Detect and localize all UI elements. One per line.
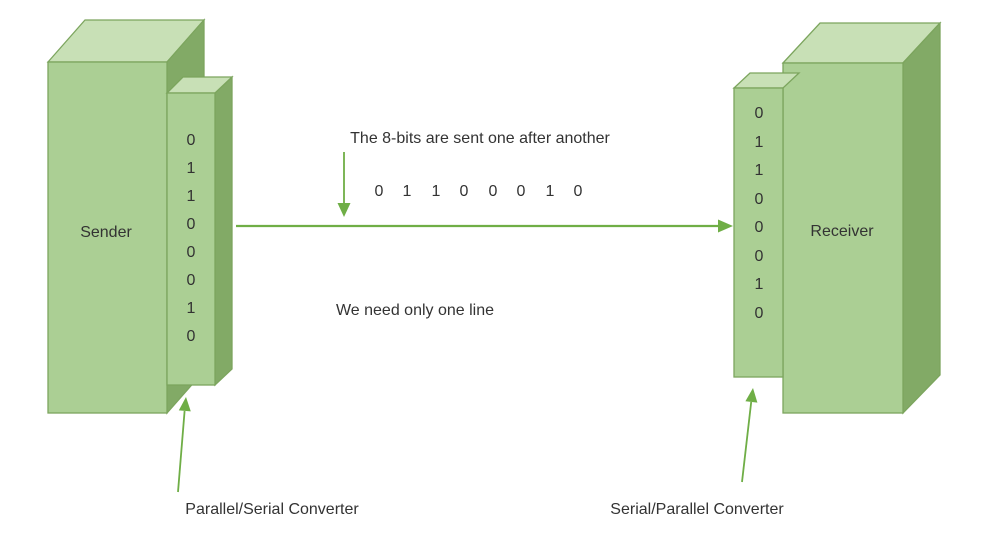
- serial-parallel-converter-pointer: [741, 388, 758, 483]
- bottom-note: We need only one line: [336, 302, 494, 319]
- transmission-arrowhead-icon: [718, 219, 733, 233]
- down-arrowhead-icon: [337, 203, 351, 217]
- parallel-serial-converter-box: 0 1 1 0 0 0 1 0: [165, 75, 234, 387]
- parallel-serial-converter-label: Parallel/Serial Converter: [185, 501, 359, 518]
- receiver-converter-front-face: [733, 87, 784, 378]
- sender-bit: 1: [187, 188, 196, 205]
- line-bit: 1: [432, 183, 441, 200]
- sender-converter-front-face: [166, 92, 216, 386]
- sender-bit: 1: [187, 160, 196, 177]
- receiver-box-front-face: [782, 62, 904, 414]
- serial-parallel-converter-box: 0 1 1 0 0 0 1 0: [732, 72, 801, 378]
- receiver-bit: 1: [755, 276, 764, 293]
- sender-bit: 0: [187, 216, 196, 233]
- line-bit: 0: [489, 183, 498, 200]
- line-bit: 0: [460, 183, 469, 200]
- sender-bit: 0: [187, 132, 196, 149]
- receiver-bit: 0: [755, 219, 764, 236]
- receiver-bit: 0: [755, 105, 764, 122]
- sender-bit: 0: [187, 328, 196, 345]
- sender-box-front-face: [47, 61, 168, 414]
- receiver-box-side-face: [902, 21, 941, 415]
- line-bit: 0: [375, 183, 384, 200]
- line-bit: 1: [403, 183, 412, 200]
- right-pointer-line: [741, 401, 753, 483]
- line-bit: 0: [574, 183, 583, 200]
- top-note: The 8-bits are sent one after another: [350, 130, 610, 147]
- down-arrow: [337, 152, 351, 217]
- line-bit: 1: [546, 183, 555, 200]
- line-bit: 0: [517, 183, 526, 200]
- sender-converter-side-face: [214, 75, 233, 387]
- sender-bit: 0: [187, 244, 196, 261]
- serial-parallel-converter-label: Serial/Parallel Converter: [610, 501, 784, 518]
- sender-label: Sender: [80, 224, 132, 241]
- receiver-box: Receiver: [781, 21, 942, 415]
- parallel-serial-converter-pointer: [177, 397, 191, 493]
- left-pointer-arrowhead-icon: [178, 397, 191, 412]
- receiver-bit: 1: [755, 134, 764, 151]
- serial-bit-stream: 0 1 1 0 0 0 1 0: [375, 183, 583, 200]
- sender-bit: 1: [187, 300, 196, 317]
- left-pointer-line: [177, 410, 186, 493]
- receiver-bit: 1: [755, 162, 764, 179]
- right-pointer-arrowhead-icon: [745, 388, 758, 403]
- receiver-label: Receiver: [810, 223, 874, 240]
- receiver-bit: 0: [755, 191, 764, 208]
- receiver-bit: 0: [755, 305, 764, 322]
- receiver-bit: 0: [755, 248, 764, 265]
- transmission-line-arrow: [236, 219, 733, 233]
- sender-bit: 0: [187, 272, 196, 289]
